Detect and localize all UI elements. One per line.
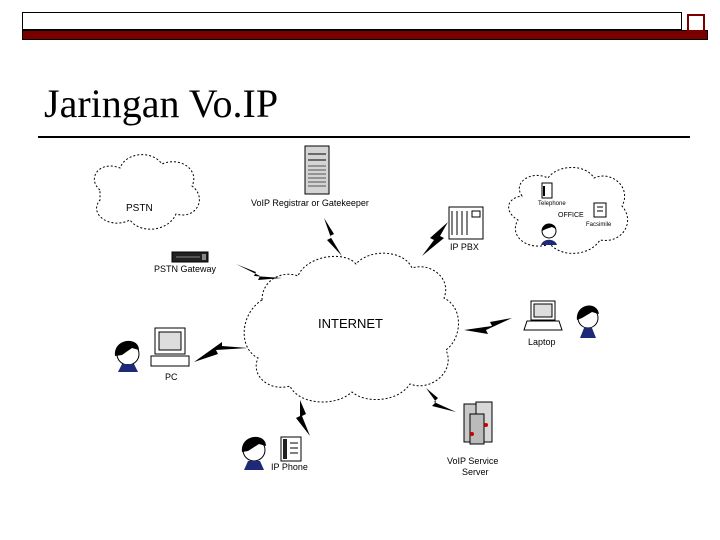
office-person-icon xyxy=(541,223,557,245)
service-server-label-line1: VoIP Service xyxy=(447,456,498,466)
laptop-icon xyxy=(523,300,563,331)
pc-person-icon xyxy=(114,340,140,372)
pc-computer-icon xyxy=(150,327,190,367)
ip-pbx-label: IP PBX xyxy=(450,242,479,252)
ip-phone-link-lightning-icon xyxy=(296,400,310,436)
link-lightning-icons xyxy=(194,218,512,436)
pc-link-lightning-icon xyxy=(194,342,248,362)
laptop-link-lightning-icon xyxy=(464,318,512,334)
service-server-label-line2: Server xyxy=(462,467,489,477)
office-facsimile-icon xyxy=(593,202,607,218)
office-label: OFFICE xyxy=(558,212,584,219)
ip-phone-label: IP Phone xyxy=(271,462,308,472)
ip-pbx-icon xyxy=(448,206,484,240)
office-cloud: Telephone OFFICE Facsimile xyxy=(508,167,628,254)
top-bar-square-icon xyxy=(687,14,705,32)
top-decorative-bar xyxy=(22,12,708,40)
office-telephone-label: Telephone xyxy=(538,201,566,207)
office-facsimile-label: Facsimile xyxy=(586,222,612,228)
service-server-icon xyxy=(463,401,493,445)
registrar-server-icon xyxy=(304,145,330,195)
ip-phone-icon xyxy=(280,436,302,462)
office-telephone-icon xyxy=(541,182,553,199)
slide-title: Jaringan Vo.IP xyxy=(44,81,279,126)
laptop-user-person-icon xyxy=(576,305,599,338)
registrar-link-lightning-icon xyxy=(324,218,342,256)
registrar-label: VoIP Registrar or Gatekeeper xyxy=(251,198,369,208)
service-server-link-lightning-icon xyxy=(426,388,456,412)
top-bar-strip xyxy=(22,12,682,30)
laptop-label: Laptop xyxy=(528,337,556,347)
ip-pbx-link-lightning-icon xyxy=(422,222,448,256)
pstn-label: PSTN xyxy=(126,203,153,214)
internet-label: INTERNET xyxy=(318,316,383,331)
top-bar-accent-line xyxy=(22,30,708,40)
pc-label: PC xyxy=(165,372,178,382)
pstn-gateway-link-lightning-icon xyxy=(236,264,282,280)
title-divider xyxy=(38,136,690,138)
internet-cloud: INTERNET xyxy=(243,252,459,403)
pstn-gateway-label: PSTN Gateway xyxy=(154,264,217,274)
pstn-gateway-icon xyxy=(171,251,209,263)
pstn-cloud: PSTN xyxy=(93,154,200,230)
ip-phone-person-icon xyxy=(241,436,266,470)
